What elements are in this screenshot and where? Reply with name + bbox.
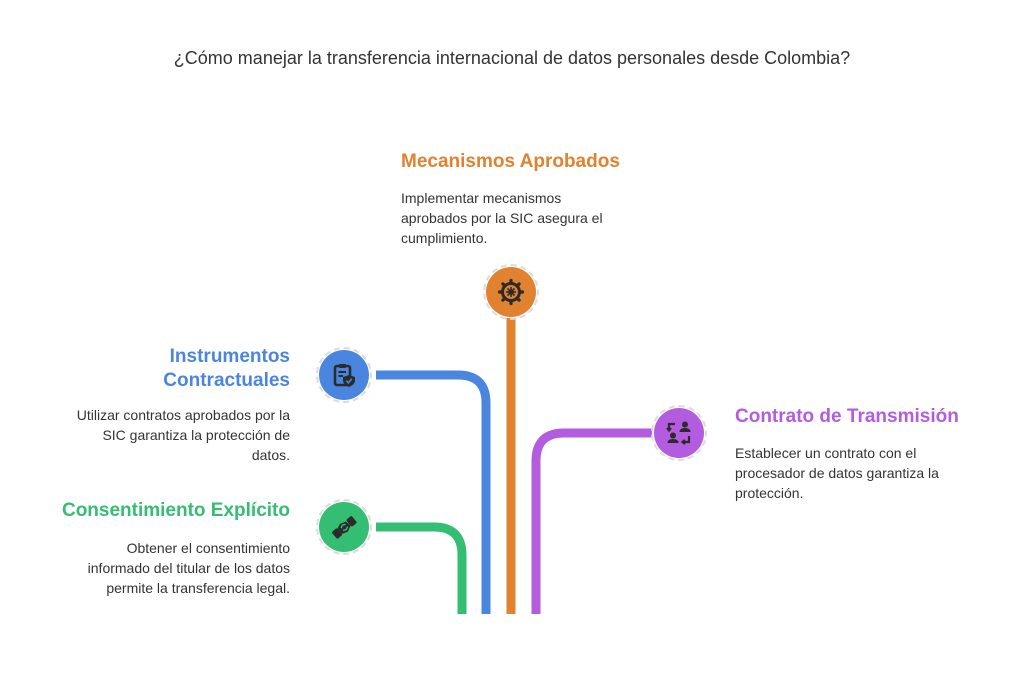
contrato-description: Establecer un contrato con el procesador…	[735, 445, 939, 501]
instrumentos-heading: Instrumentos Contractuales	[163, 346, 290, 391]
clipboard-shield-icon	[333, 364, 355, 387]
user-exchange-icon	[666, 421, 691, 445]
connector-purple	[531, 428, 652, 614]
page-title: ¿Cómo manejar la transferencia internaci…	[173, 48, 851, 68]
gear-icon	[497, 278, 525, 306]
handshake-icon	[332, 516, 357, 539]
contrato-node	[651, 405, 707, 461]
consentimiento-node	[316, 499, 372, 555]
instrumentos-node	[316, 347, 372, 403]
contrato-heading: Contrato de Transmisión	[735, 406, 959, 427]
mecanismos-node	[483, 264, 539, 320]
mecanismos-description: Implementar mecanismos aprobados por la …	[401, 190, 603, 246]
mecanismos-heading: Mecanismos Aprobados	[401, 151, 620, 172]
consentimiento-description: Obtener el consentimiento informado del …	[87, 540, 290, 596]
connector-blue	[376, 370, 491, 614]
consentimiento-heading: Consentimiento Explícito	[61, 500, 290, 521]
instrumentos-description: Utilizar contratos aprobados por la SIC …	[76, 407, 290, 463]
connector-green	[376, 522, 467, 614]
